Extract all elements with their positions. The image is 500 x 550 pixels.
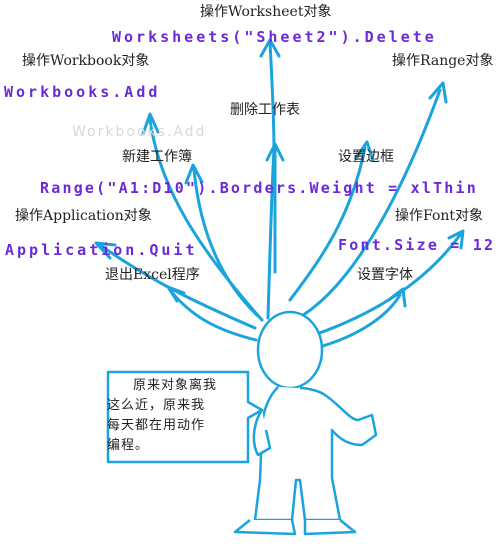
stick-figure xyxy=(233,310,378,536)
node-set-font: 设置字体 xyxy=(357,267,413,283)
bubble-line-1: 原来对象离我 xyxy=(133,378,218,393)
speech-bubble-frame xyxy=(106,370,264,464)
arrow-set-border xyxy=(288,146,367,302)
arrow-font xyxy=(303,233,462,340)
node-worksheet: 操作Worksheet对象 xyxy=(200,4,332,20)
arrowhead-workbook xyxy=(141,112,160,136)
code-range-borders: Range("A1:D10").Borders.Weight = xlThin xyxy=(40,179,478,197)
node-new-workbook: 新建工作簿 xyxy=(122,149,192,165)
arrowhead-set-border xyxy=(354,140,375,162)
node-workbook: 操作Workbook对象 xyxy=(22,53,150,69)
bubble-line-4: 编程。 xyxy=(107,438,150,453)
bubble-line-2: 这么近，原来我 xyxy=(107,398,206,413)
node-range: 操作Range对象 xyxy=(392,53,494,69)
arrow-range xyxy=(293,88,442,322)
node-set-border: 设置边框 xyxy=(338,149,394,165)
code-workbooks-add: Workbooks.Add xyxy=(4,83,161,101)
node-delete-sheet: 删除工作表 xyxy=(230,102,300,118)
arrow-new-workbook xyxy=(192,168,260,318)
node-font: 操作Font对象 xyxy=(395,208,484,224)
speech-bubble-text: 原来对象离我 这么近，原来我 每天都在用动作 编程。 xyxy=(107,376,225,456)
arrowhead-application xyxy=(94,241,117,260)
code-worksheets-delete: Worksheets("Sheet2").Delete xyxy=(112,28,437,46)
code-font-size: Font.Size = 12 xyxy=(338,236,496,254)
node-quit-excel: 退出Excel程序 xyxy=(105,267,200,283)
code-application-quit: Application.Quit xyxy=(5,241,198,259)
arrowhead-set-font xyxy=(388,287,407,308)
arrowhead-delete xyxy=(265,142,285,162)
arrowhead-new-workbook xyxy=(184,163,204,185)
bubble-line-3: 每天都在用动作 xyxy=(107,418,206,433)
ghost-workbooks-add: Workbooks.Add xyxy=(72,124,207,140)
arrowhead-worksheet xyxy=(259,38,281,58)
arrowhead-font xyxy=(447,229,465,250)
node-application: 操作Application对象 xyxy=(15,208,152,224)
arrowhead-range xyxy=(428,81,448,104)
arrowhead-quit xyxy=(166,285,186,303)
